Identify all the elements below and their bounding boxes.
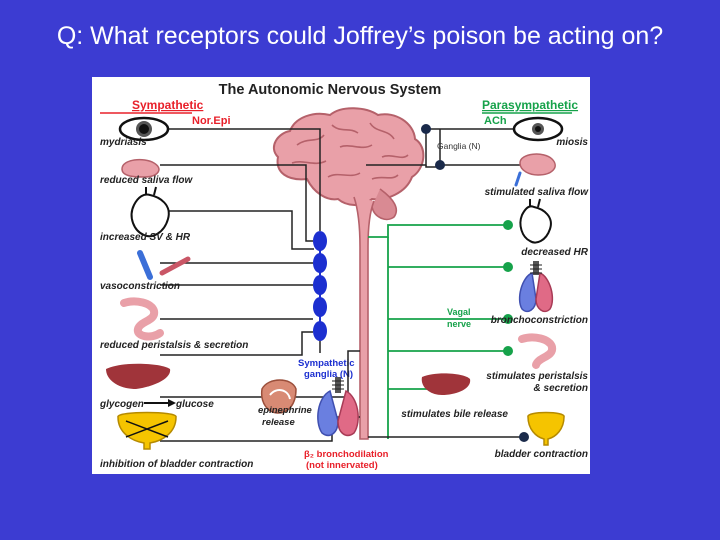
ganglion-node: [421, 124, 431, 134]
intestine-icon: [120, 297, 164, 341]
adrenal-gland-icon: [260, 379, 297, 414]
vagal-ganglion: [503, 262, 513, 272]
heart-icon: [519, 198, 552, 244]
vagal-nerve-label: Vagal: [447, 307, 471, 317]
vagal-ganglion: [503, 314, 513, 324]
vagal-nerve: [368, 224, 508, 439]
epinephrine-label: release: [262, 417, 295, 428]
effect-label: vasoconstriction: [100, 281, 180, 292]
lungs-icon: [317, 377, 359, 437]
salivary-gland-icon: [514, 153, 556, 187]
parasympathetic-heading: Parasympathetic: [482, 98, 578, 112]
norepi-label: Nor.Epi: [192, 115, 231, 127]
beta2-label: β₂ bronchodilation: [304, 449, 389, 460]
sympathetic-heading: Sympathetic: [132, 98, 204, 112]
intestine-icon: [518, 333, 557, 369]
ganglion-node: [435, 160, 445, 170]
eye-icon: [512, 116, 564, 142]
vagal-ganglion: [503, 346, 513, 356]
vagal-nerve-label: nerve: [447, 319, 471, 329]
effect-label: stimulates peristalsis: [486, 371, 588, 382]
not-innervated-label: (not innervated): [306, 460, 378, 471]
effect-label: miosis: [556, 137, 588, 148]
effect-label: glucose: [175, 399, 214, 410]
sympathetic-ganglion: [313, 321, 327, 341]
effect-label: reduced saliva flow: [100, 175, 193, 186]
question-heading: Q: What receptors could Joffrey’s poison…: [56, 22, 664, 50]
effect-label: stimulates bile release: [401, 409, 508, 420]
sympathetic-ganglion: [313, 275, 327, 295]
sympathetic-ganglion: [313, 253, 327, 273]
effect-label: glycogen: [99, 399, 144, 410]
bladder-icon: [527, 411, 565, 446]
effect-label: increased SV & HR: [100, 232, 191, 243]
liver-icon: [421, 373, 471, 395]
eye-icon: [118, 116, 170, 142]
sympathetic-ganglia-label: Sympathetic: [298, 358, 355, 369]
epinephrine-label: epinephrine: [258, 405, 313, 416]
effect-label: & secretion: [534, 383, 588, 394]
bladder-icon: [117, 411, 177, 450]
effect-label: inhibition of bladder contraction: [100, 459, 253, 470]
heart-icon: [130, 186, 170, 238]
diagram-canvas: The Autonomic Nervous System Sympathetic…: [99, 82, 590, 471]
sympathetic-ganglion: [313, 297, 327, 317]
effect-label: mydriasis: [100, 137, 147, 148]
liver-icon: [106, 363, 171, 389]
arrow-right-icon: [144, 399, 176, 407]
ganglion-node: [519, 432, 529, 442]
vagal-ganglion: [503, 220, 513, 230]
ganglia-n-label: Ganglia (N): [437, 141, 481, 151]
effect-label: stimulated saliva flow: [485, 187, 590, 198]
sympathetic-ganglia-chain: [313, 231, 327, 341]
sympathetic-nerves: [160, 128, 360, 442]
brain-illustration: [272, 107, 425, 440]
effect-label: bladder contraction: [495, 449, 588, 460]
autonomic-nervous-system-figure: The Autonomic Nervous System Sympathetic…: [92, 77, 590, 474]
ach-label: ACh: [484, 115, 507, 127]
effect-label: decreased HR: [521, 247, 588, 258]
blood-vessel-icon: [137, 250, 191, 280]
effect-label: bronchoconstriction: [491, 315, 588, 326]
diagram-title: The Autonomic Nervous System: [219, 82, 442, 98]
parasympathetic-cranial-nerves: [366, 128, 522, 168]
sympathetic-ganglion: [313, 231, 327, 251]
salivary-gland-icon: [121, 158, 160, 178]
sympathetic-ganglia-label: ganglia (N): [304, 369, 353, 380]
effect-label: reduced peristalsis & secretion: [100, 340, 248, 351]
lungs-icon: [518, 261, 554, 313]
